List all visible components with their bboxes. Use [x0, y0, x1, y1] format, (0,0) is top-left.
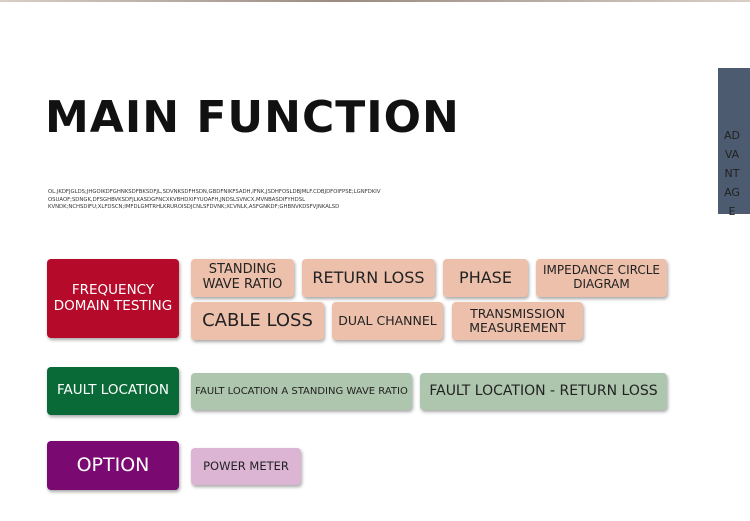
side-label-advantage: ADVANTAGE — [724, 129, 740, 218]
body-line: OL.JKDFJGLDS;JHGOIKDFGHNKSDFBKSDFJL,SDVN… — [48, 189, 381, 195]
item-impedance-circle-diagram[interactable]: IMPEDANCE CIRCLE DIAGRAM — [536, 259, 667, 297]
body-text: OL.JKDFJGLDS;JHGOIKDFGHNKSDFBKSDFJL,SDVN… — [48, 189, 428, 212]
item-fault-location-standing-wave-ratio[interactable]: FAULT LOCATION A STANDING WAVE RATIO — [191, 373, 412, 410]
category-frequency-domain-testing[interactable]: FREQUENCY DOMAIN TESTING — [47, 259, 179, 338]
category-option[interactable]: OPTION — [47, 441, 179, 490]
item-dual-channel[interactable]: DUAL CHANNEL — [332, 302, 443, 340]
item-power-meter[interactable]: POWER METER — [191, 448, 301, 485]
item-return-loss[interactable]: RETURN LOSS — [302, 259, 435, 297]
item-fault-location-return-loss[interactable]: FAULT LOCATION - RETURN LOSS — [420, 373, 667, 410]
side-tab[interactable] — [718, 68, 750, 214]
category-fault-location[interactable]: FAULT LOCATION — [47, 367, 179, 415]
item-transmission-measurement[interactable]: TRANSMISSION MEASUREMENT — [452, 302, 583, 340]
body-line: OSUAOF;SDNGK,DFSGHBVKSDFJLKASDGFNCXKVBHD… — [48, 196, 306, 203]
item-cable-loss[interactable]: CABLE LOSS — [191, 302, 324, 340]
page-title: MAIN FUNCTION — [45, 92, 460, 143]
top-divider — [0, 0, 750, 2]
item-phase[interactable]: PHASE — [443, 259, 528, 297]
body-line: KVNDK;NCHSDIFU;XLFDSCN;IMFDLGMTRHLKRUROI… — [48, 204, 340, 210]
item-standing-wave-ratio[interactable]: STANDING WAVE RATIO — [191, 259, 294, 297]
